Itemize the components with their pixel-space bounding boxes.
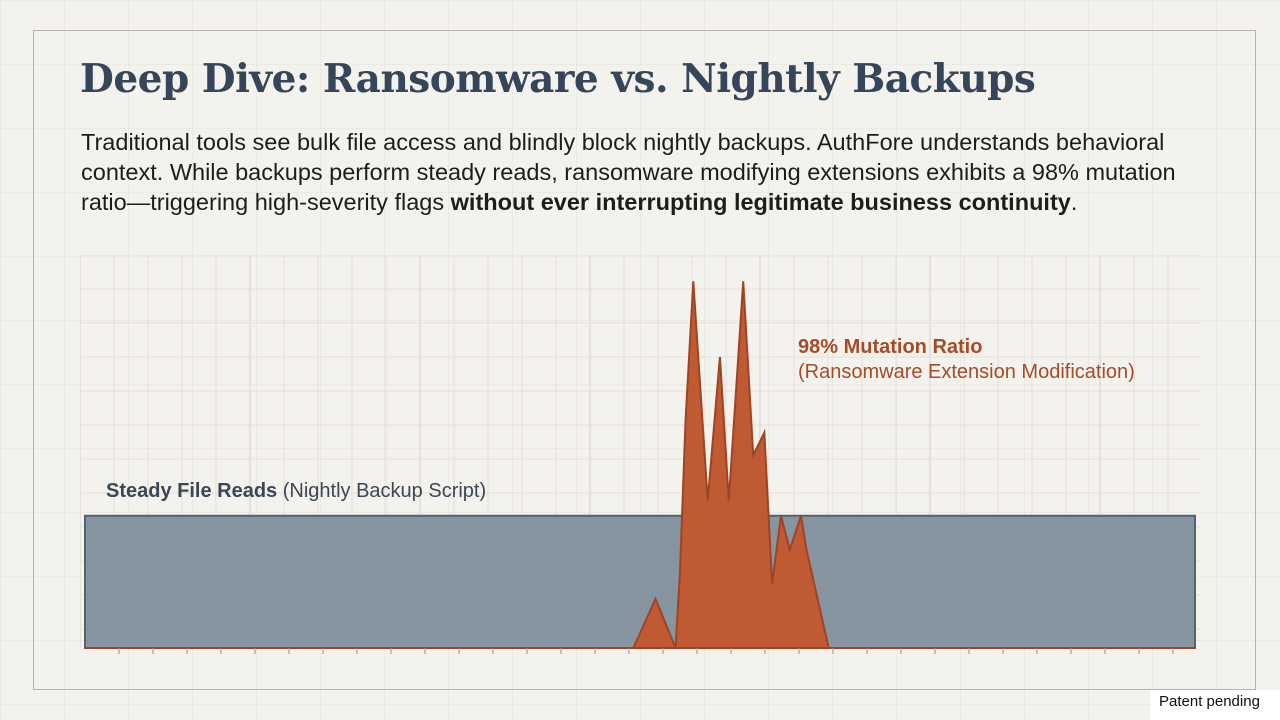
x-axis-ticks [118, 648, 1174, 654]
slide-description: Traditional tools see bulk file access a… [81, 127, 1221, 217]
description-text: Traditional tools see bulk file access a… [81, 129, 1176, 215]
description-end: . [1070, 189, 1078, 215]
ransomware-annotation-detail: (Ransomware Extension Modification) [798, 361, 1135, 383]
description-emphasis: without ever interrupting legitimate bus… [450, 189, 1071, 215]
chart-grid [80, 255, 1200, 648]
backup-area [84, 514, 1196, 649]
slide-frame [33, 30, 1256, 690]
ransomware-area [631, 281, 830, 649]
backup-annotation: Steady File Reads (Nightly Backup Script… [106, 480, 486, 502]
ransomware-annotation-title: 98% Mutation Ratio [798, 336, 982, 358]
slide-title: Deep Dive: Ransomware vs. Nightly Backup… [80, 56, 1036, 102]
patent-notice: Patent pending [1150, 690, 1280, 720]
backup-annotation-bold: Steady File Reads [106, 480, 277, 502]
backup-annotation-rest: (Nightly Backup Script) [277, 480, 486, 502]
mutation-chart: Steady File Reads (Nightly Backup Script… [80, 255, 1200, 654]
